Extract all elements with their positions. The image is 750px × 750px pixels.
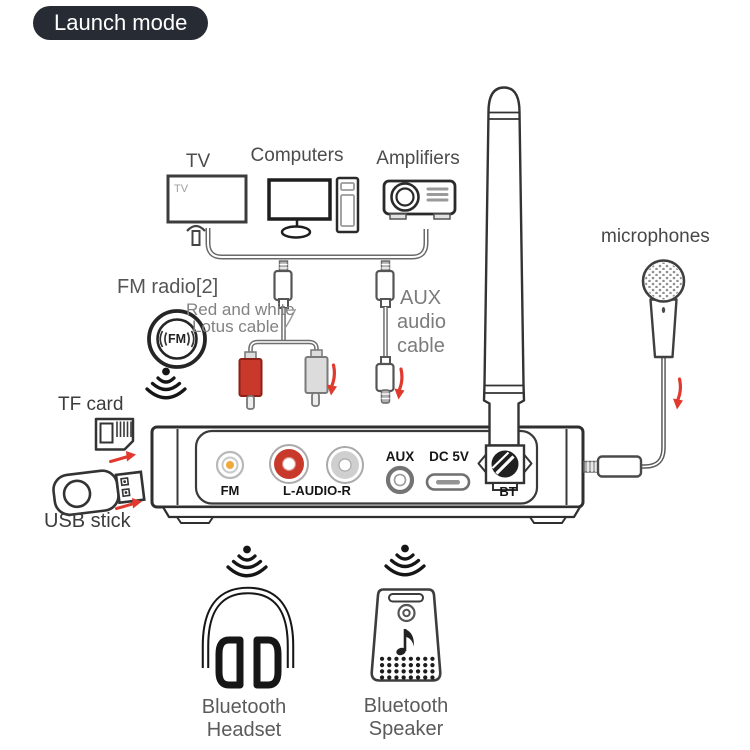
tv-icon [166, 174, 248, 246]
microphone-icon [583, 259, 686, 478]
fm-port-label: FM [220, 483, 240, 498]
fm-port [215, 450, 245, 480]
speaker-label-line2: Speaker [368, 718, 444, 740]
tf-card-icon [94, 417, 135, 451]
fm-radio-label: FM radio[2] [117, 276, 219, 298]
bt-antenna-connector [477, 444, 533, 491]
computers-label: Computers [250, 145, 344, 166]
signal-waves-icon [384, 542, 426, 577]
dc-5v-port-label: DC 5V [429, 449, 469, 464]
lotus-cable-icon [238, 260, 329, 410]
signal-waves-icon [226, 543, 268, 578]
usb-stick-label: USB stick [44, 510, 131, 532]
source-cable [205, 228, 429, 260]
aux-cable-label-line1: AUX [400, 287, 442, 309]
bt-port-label: BT [499, 484, 517, 499]
red-arrow-right-icon [109, 449, 138, 463]
microphones-label: microphones [601, 226, 710, 247]
fm-radio-icon [147, 309, 207, 369]
launch-mode-badge: Launch mode [33, 6, 209, 40]
computer-icon [267, 176, 360, 239]
amplifiers-label: Amplifiers [376, 148, 460, 169]
l-audio-r-port-label: L-AUDIO-R [283, 483, 351, 498]
tv-screen-text: TV [174, 183, 189, 195]
tv-label: TV [185, 151, 211, 172]
antenna-icon [482, 86, 526, 447]
aux-cable-label-line2: audio [397, 311, 446, 333]
fm-icon-text: FM [167, 331, 187, 346]
red-arrow-down-icon [392, 367, 407, 402]
badge-label: Launch mode [54, 10, 188, 35]
headset-label-line2: Headset [206, 719, 282, 741]
usb-c-port [425, 473, 471, 491]
aux-port-label: AUX [385, 449, 415, 464]
signal-waves-icon [145, 365, 187, 400]
lotus-cable-label-line1: Red and white [186, 300, 295, 319]
aux-cable-icon [375, 260, 395, 404]
usb-stick-icon [52, 469, 146, 517]
amplifier-icon [382, 179, 457, 220]
red-arrow-down-icon [671, 377, 685, 412]
lotus-cable-label-line2: Lotus cable [192, 317, 279, 336]
tf-card-label: TF card [58, 394, 124, 415]
rca-port-right [326, 446, 364, 484]
headphones-icon [201, 586, 295, 689]
aux-port [385, 465, 415, 495]
speaker-label-line1: Bluetooth [363, 695, 449, 717]
aux-cable-label-line3: cable [397, 335, 445, 357]
rca-port-left [269, 444, 309, 484]
speaker-icon [370, 588, 442, 682]
headset-label-line1: Bluetooth [201, 696, 287, 718]
